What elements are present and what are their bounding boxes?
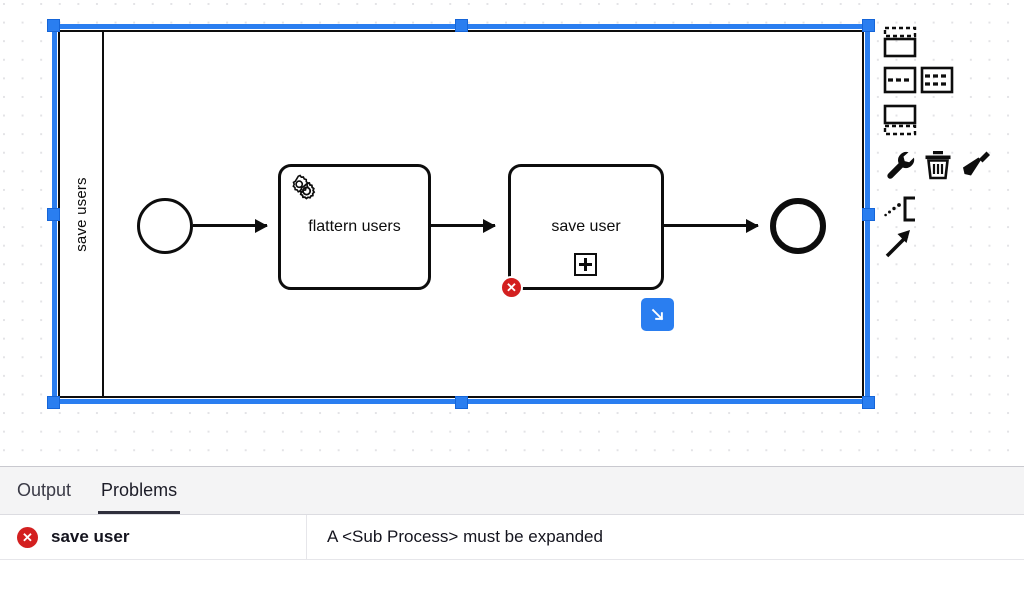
- error-badge-icon[interactable]: ✕: [500, 276, 523, 299]
- space-tool-below[interactable]: [883, 104, 917, 136]
- arrow-icon[interactable]: [883, 226, 917, 260]
- panel-tabs: Output Problems: [0, 467, 1024, 515]
- tab-output[interactable]: Output: [14, 467, 74, 514]
- connect-bracket-icon[interactable]: [883, 192, 921, 226]
- trash-icon[interactable]: [921, 148, 955, 182]
- gear-icon: [288, 173, 318, 203]
- selection-edge-top: [54, 24, 868, 29]
- error-icon: ✕: [17, 526, 38, 548]
- selection-edge-bottom: [54, 399, 868, 404]
- sequence-flow-start-to-flattern[interactable]: [193, 218, 268, 233]
- context-pad[interactable]: [881, 26, 993, 258]
- start-event[interactable]: [137, 198, 193, 254]
- wrench-icon[interactable]: [883, 148, 917, 182]
- sequence-flow-save-to-end[interactable]: [664, 218, 759, 233]
- selection-edge-right: [865, 26, 870, 402]
- lane-divide-two[interactable]: [883, 66, 917, 94]
- table-row[interactable]: ✕ save user A <Sub Process> must be expa…: [0, 515, 1024, 560]
- arrow-down-right-icon: [651, 308, 664, 321]
- pool-save-users[interactable]: save users: [58, 30, 864, 398]
- space-tool-above[interactable]: [883, 26, 917, 58]
- service-task-flattern-users[interactable]: flattern users: [278, 164, 431, 290]
- problems-table: ✕ save user A <Sub Process> must be expa…: [0, 515, 1024, 609]
- tab-problems[interactable]: Problems: [98, 467, 181, 514]
- lane-divide-three[interactable]: [920, 66, 954, 94]
- tab-label: Output: [17, 480, 72, 500]
- selection-edge-left: [52, 26, 57, 402]
- task-label: save user: [551, 218, 621, 236]
- paintbrush-icon[interactable]: [959, 148, 993, 182]
- tab-label: Problems: [101, 480, 178, 500]
- collapsed-subprocess-plus-icon: [574, 253, 597, 276]
- sub-process-save-user[interactable]: save user ✕: [500, 164, 664, 299]
- task-label: flattern users: [308, 218, 401, 236]
- resize-handle-widget[interactable]: [641, 298, 674, 331]
- diagram-canvas[interactable]: save users: [0, 0, 1024, 466]
- bottom-panel: Output Problems ✕ save user A <Sub Proce…: [0, 466, 1024, 609]
- end-event[interactable]: [770, 198, 826, 254]
- problem-message: A <Sub Process> must be expanded: [327, 527, 603, 546]
- pool-label: save users: [72, 176, 90, 252]
- pool-header[interactable]: save users: [60, 32, 104, 396]
- sequence-flow-flattern-to-save[interactable]: [431, 218, 496, 233]
- problem-element-name: save user: [51, 527, 130, 546]
- problem-element-cell: ✕ save user: [0, 515, 307, 559]
